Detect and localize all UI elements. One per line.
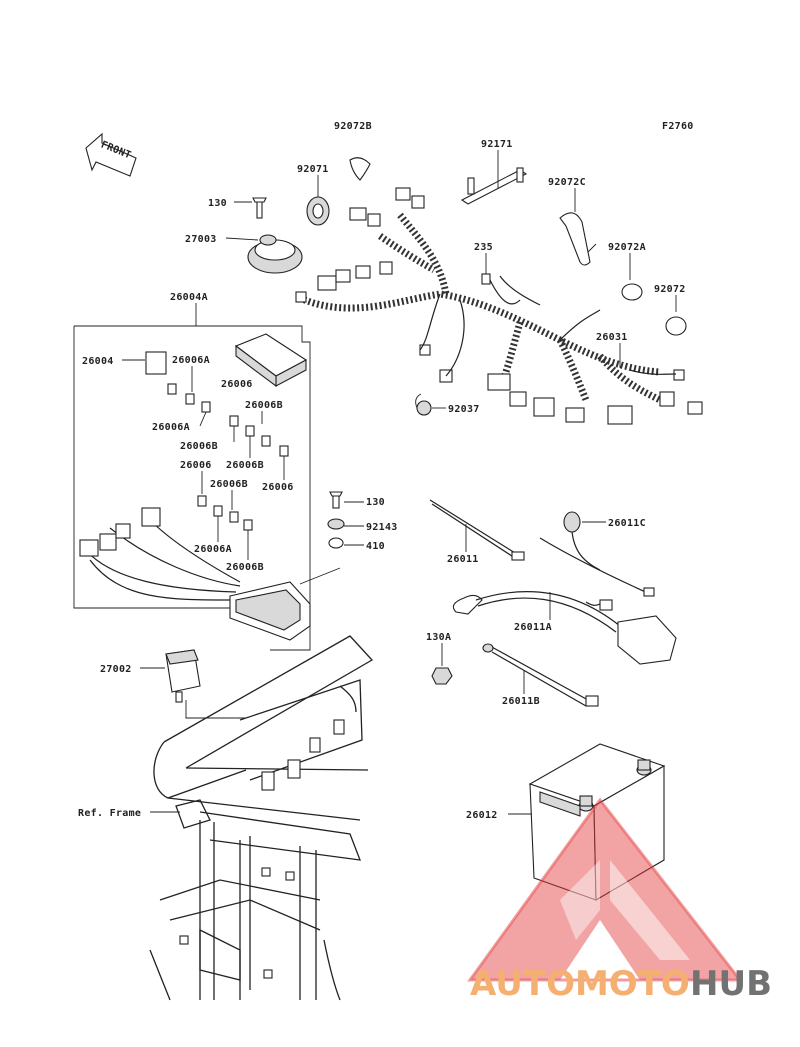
part-27002: 27002 xyxy=(100,664,132,675)
part-26006-1: 26006 xyxy=(221,379,253,390)
part-92171: 92171 xyxy=(481,139,513,150)
part-27003: 27003 xyxy=(185,234,217,245)
part-92071: 92071 xyxy=(297,164,329,175)
main-wiring-harness xyxy=(295,187,703,425)
part-26006A-1: 26006A xyxy=(172,355,210,366)
part-92072B: 92072B xyxy=(334,121,372,132)
fuse-box-harness xyxy=(79,507,311,641)
relay-27002-icon xyxy=(165,649,201,703)
horn-icon xyxy=(247,197,303,274)
part-26006-2: 26006 xyxy=(180,460,212,471)
watermark-text-automoto: AUTOMOTO xyxy=(470,964,690,1004)
cable-tie-icon xyxy=(559,212,591,266)
cable-26011C-icon xyxy=(539,511,655,597)
clip-icon xyxy=(481,273,491,285)
cable-26011B-icon xyxy=(482,643,599,707)
part-26004: 26004 xyxy=(82,356,114,367)
clamp-ring-icon xyxy=(621,283,643,301)
relay-icon xyxy=(145,351,167,375)
ref-frame-label: Ref. Frame xyxy=(78,808,141,819)
clamp-ring-icon xyxy=(665,316,687,336)
automotohub-watermark-logo: AUTOMOTO HUB xyxy=(467,797,772,1004)
part-26011B: 26011B xyxy=(502,696,540,707)
vehicle-frame xyxy=(149,635,374,1001)
clamp-icon xyxy=(415,393,432,416)
bolt-130A-icon xyxy=(431,667,453,685)
part-26012: 26012 xyxy=(466,810,498,821)
battery-icon xyxy=(528,743,666,901)
part-92143: 92143 xyxy=(366,522,398,533)
figure-code: F2760 xyxy=(662,121,694,132)
fuse-box-cover-icon xyxy=(234,333,308,388)
front-arrow-icon: FRONT xyxy=(85,132,137,177)
grommet-icon xyxy=(306,196,330,226)
part-92072: 92072 xyxy=(654,284,686,295)
part-26006B-4: 26006B xyxy=(210,479,248,490)
cable-26011A-icon xyxy=(452,590,677,665)
part-92037: 92037 xyxy=(448,404,480,415)
part-92072C: 92072C xyxy=(548,177,586,188)
part-26031: 26031 xyxy=(596,332,628,343)
part-410: 410 xyxy=(366,541,385,552)
part-26011A: 26011A xyxy=(514,622,552,633)
watermark-text-hub: HUB xyxy=(690,964,772,1004)
bolt-washer-set xyxy=(327,491,345,549)
bracket-icon xyxy=(460,167,528,205)
part-26006B-2: 26006B xyxy=(180,441,218,452)
part-235: 235 xyxy=(474,242,493,253)
part-130-mid: 130 xyxy=(366,497,385,508)
band-clamp-icon xyxy=(349,157,371,181)
part-26006A-3: 26006A xyxy=(194,544,232,555)
part-26006B-5: 26006B xyxy=(226,562,264,573)
part-130-top: 130 xyxy=(208,198,227,209)
part-26006B-1: 26006B xyxy=(245,400,283,411)
part-26006-3: 26006 xyxy=(262,482,294,493)
part-26011: 26011 xyxy=(447,554,479,565)
fuse-icons xyxy=(167,383,289,531)
part-92072A: 92072A xyxy=(608,242,646,253)
cable-26011-icon xyxy=(429,499,525,561)
part-26011C: 26011C xyxy=(608,518,646,529)
part-26004A: 26004A xyxy=(170,292,208,303)
part-130A: 130A xyxy=(426,632,451,643)
part-26006A-2: 26006A xyxy=(152,422,190,433)
part-26006B-3: 26006B xyxy=(226,460,264,471)
